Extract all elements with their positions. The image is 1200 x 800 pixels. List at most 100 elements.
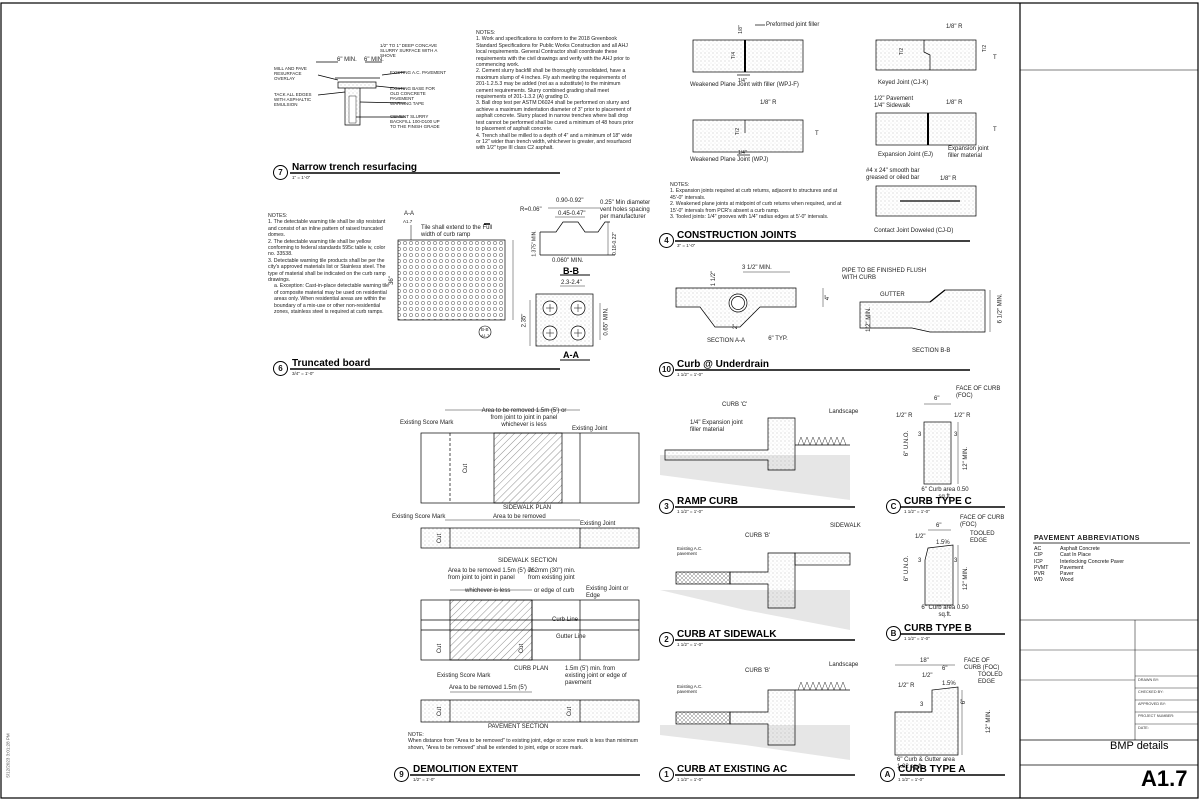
detail-title-a: CURB TYPE A <box>898 764 966 775</box>
label-d612: 6 1/2" MIN. <box>997 293 1004 324</box>
d4-notes-title: NOTES: <box>670 182 690 188</box>
label-p15-a: 1.5% <box>942 681 956 687</box>
abbr-desc: Interlocking Concrete Paver <box>1060 558 1125 565</box>
label-3b-c: 3 <box>954 432 958 438</box>
detail-scale-3: 1 1/2" = 1'-0" <box>677 509 703 514</box>
label-existing-joint-2: Existing Joint <box>580 521 616 527</box>
label-section-bb: SECTION B-B <box>912 348 951 354</box>
abbr-desc: Asphalt Concrete <box>1060 546 1100 552</box>
label-6-a: 6" <box>942 666 948 672</box>
label-curb-plan: CURB PLAN <box>514 666 549 672</box>
abbr-code: WD <box>1034 577 1043 584</box>
label-preformed-filler: Preformed joint filler <box>766 22 820 28</box>
d6-note-1: 1. The detectable warning tile shall be … <box>268 219 386 239</box>
label-bb-ref-sheet: A1.7 <box>481 333 490 338</box>
label-cj-d: Contact Joint Doweled (CJ-D) <box>874 228 954 234</box>
abbr-code: ICP <box>1034 558 1043 565</box>
d4-notes: NOTES: 1. Expansion joints required at c… <box>670 182 850 220</box>
label-pav-half: 1/2" Pavement <box>874 96 914 102</box>
label-r12a-c: 1/2" R <box>896 413 913 419</box>
label-existing-ac-2: Existing A.C. pavement <box>677 546 703 556</box>
label-d045: 0.45-0.47" <box>558 211 586 217</box>
label-mill-pave: MILL AND PAVE RESURFACE OVERLAY <box>274 66 307 81</box>
label-tooled-b: TOOLED EDGE <box>970 531 995 544</box>
label-section-aa: SECTION A-A <box>707 338 746 344</box>
abbr-row: AC Asphalt Concrete <box>1034 546 1124 552</box>
label-curb-b-1: CURB 'B' <box>745 668 770 674</box>
label-q14b: 1/4" <box>738 150 747 156</box>
label-cut-5: Cut <box>437 706 444 717</box>
label-3a-c: 3 <box>918 432 922 438</box>
title-block-approved-by: APPROVED BY: <box>1138 702 1167 706</box>
detail-title-10: Curb @ Underdrain <box>677 359 769 370</box>
label-landscape-3: Landscape <box>829 409 859 415</box>
label-edge-of-curb: or edge of curb <box>534 588 575 594</box>
detail-number-4: 4 <box>659 233 674 248</box>
sheet-title: BMP details <box>1110 740 1169 752</box>
d7-notes-title: NOTES: <box>476 30 496 36</box>
label-d018: 0.18-0.22" <box>611 232 618 255</box>
d7-notes: NOTES: 1. Work and specifications to con… <box>476 30 634 152</box>
label-area-removed-2: Area to be removed <box>493 514 546 520</box>
label-6-c: 6" <box>934 396 940 402</box>
detail-number-1: 1 <box>659 767 674 782</box>
label-area-a: 6" Curb & Gutter area 1.02 sq.ft. <box>897 757 955 770</box>
label-r18b: 1/8" R <box>946 24 963 30</box>
label-3a-b: 3 <box>918 558 922 564</box>
label-sidewalk-2: SIDEWALK <box>830 523 861 529</box>
label-existing-joint-3: Existing Joint or Edge <box>586 586 629 599</box>
label-cut-3: Cut <box>437 643 444 654</box>
detail-title-b: CURB TYPE B <box>904 623 972 634</box>
label-existing-ac-1: Existing A.C. pavement <box>677 684 703 694</box>
d7-note-4: 4. Trench shall be milled to a depth of … <box>476 132 633 152</box>
label-curb-b-2: CURB 'B' <box>745 533 770 539</box>
label-t2c: T/2 <box>982 44 989 53</box>
d9-note: NOTE: When distance from "Area to be rem… <box>408 732 643 751</box>
label-d12min: 1/2" MIN. <box>865 307 872 332</box>
detail-scale-2: 1 1/2" = 1'-0" <box>677 642 703 647</box>
d4-note-2: 2. Weakened plane joints at midpoint of … <box>670 201 842 214</box>
detail-number-6: 6 <box>273 361 288 376</box>
detail-title-4: CONSTRUCTION JOINTS <box>677 230 797 241</box>
label-keyed-joint: Keyed Joint (CJ-K) <box>878 80 929 86</box>
label-3b-b: 3 <box>954 558 958 564</box>
detail-scale-10: 1 1/2" = 1'-0" <box>677 372 703 377</box>
detail-title-6: Truncated board <box>292 358 371 369</box>
label-cut-2: Cut <box>437 533 444 544</box>
label-12min-c: 12" MIN. <box>963 446 970 471</box>
detail-scale-6: 3/4" = 1'-0" <box>292 371 314 376</box>
label-area-removed-4: Area to be removed 1.5m (5') <box>449 685 527 691</box>
d9-note-text: When distance from "Area to be removed" … <box>408 738 639 751</box>
label-foc-c: FACE OF CURB (FOC) <box>956 386 1001 399</box>
label-pavement-section: PAVEMENT SECTION <box>488 724 549 730</box>
detail-number-c: C <box>886 499 901 514</box>
label-d6typ: 6" TYP. <box>768 336 788 342</box>
label-bb-ref: B-B <box>481 327 489 332</box>
detail-number-10: 10 <box>659 362 674 377</box>
label-r12b-c: 1/2" R <box>954 413 971 419</box>
detail-scale-9: 1/2" = 1'-0" <box>413 777 435 782</box>
detail-number-b: B <box>886 626 901 641</box>
label-cut-6: Cut <box>567 706 574 717</box>
abbr-desc: Paver <box>1060 571 1074 578</box>
abbr-code: AC <box>1034 546 1042 552</box>
detail-title-7: Narrow trench resurfacing <box>292 162 418 173</box>
label-score-mark-4: Existing Score Mark <box>437 673 491 679</box>
label-r18c: 1/8" R <box>946 100 963 106</box>
label-r006: R=0.06" <box>520 207 542 213</box>
label-existing-base: EXISTING BASE FOR OLD CONCRETE PAVEMENT <box>390 86 436 101</box>
label-uno-b: 6" U.N.O. <box>904 555 911 582</box>
detail-scale-1: 1 1/2" = 1'-0" <box>677 777 703 782</box>
label-slurry-backfill: CEMENT SLURRY BACKFILL 100-D100 UP TO TH… <box>390 114 440 129</box>
label-t-a: T <box>815 131 819 137</box>
d6-notes: NOTES: 1. The detectable warning tile sh… <box>268 213 393 316</box>
d7-note-3: 3. Ball drop test per ASTM D6024 shall b… <box>476 100 634 133</box>
label-existing-ac: EXISTING A.C. PAVEMENT <box>390 70 447 75</box>
label-t2a: T/2 <box>735 127 742 136</box>
d4-note-3: 3. Tooled joints: 1/4" grooves with 1/4"… <box>670 214 829 221</box>
